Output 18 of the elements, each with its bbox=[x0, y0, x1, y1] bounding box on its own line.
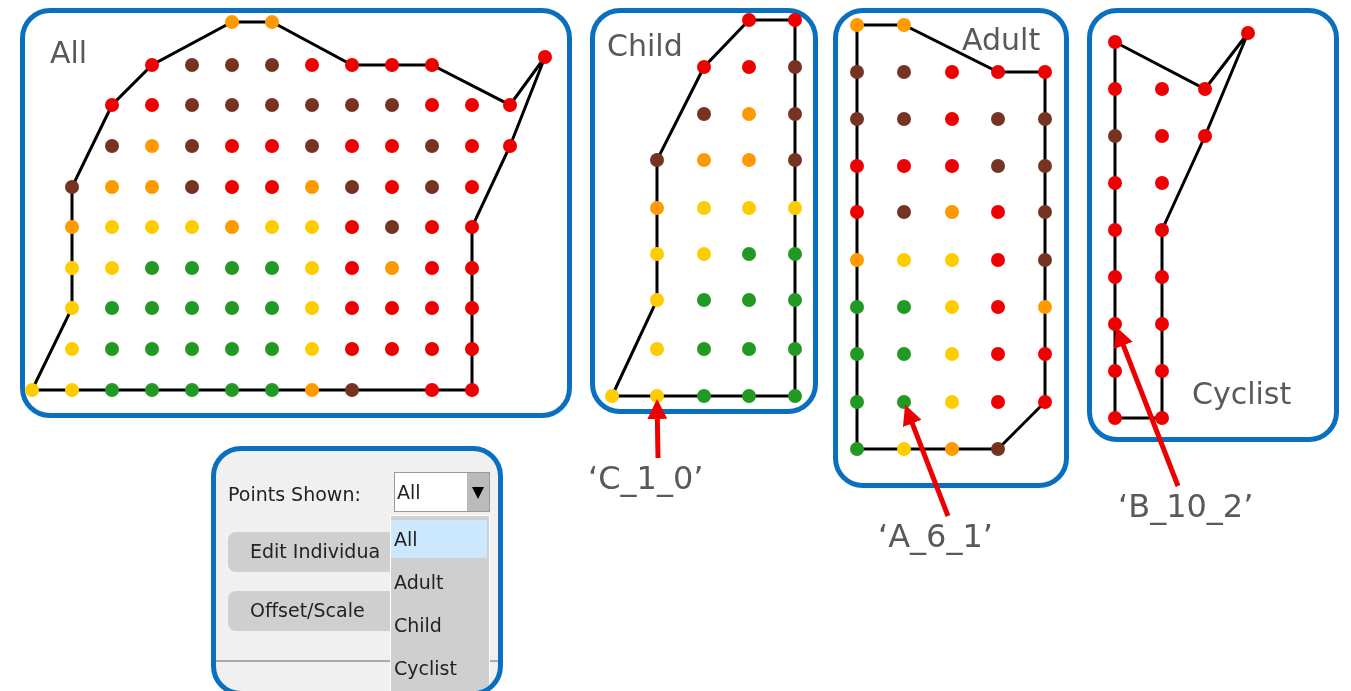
leader-arrow bbox=[647, 399, 668, 459]
panel bbox=[1087, 8, 1339, 442]
panel-title: Adult bbox=[962, 25, 1041, 55]
dropdown-option: Cyclist bbox=[391, 649, 487, 687]
point-dot bbox=[897, 395, 911, 409]
panel-title: Child bbox=[607, 31, 683, 61]
panel-title: Cyclist bbox=[1192, 379, 1292, 409]
select-field: All bbox=[394, 472, 490, 512]
point-dot bbox=[1108, 317, 1122, 331]
panel-title: All bbox=[50, 38, 88, 68]
panel bbox=[833, 8, 1069, 488]
point-dot bbox=[650, 389, 664, 403]
leader-arrow bbox=[902, 404, 951, 517]
panel bbox=[590, 8, 818, 414]
leader-arrow bbox=[1114, 326, 1181, 487]
dropdown-option: All bbox=[391, 520, 487, 558]
field-label: Points Shown: bbox=[228, 483, 361, 505]
settings-panel bbox=[211, 446, 503, 691]
